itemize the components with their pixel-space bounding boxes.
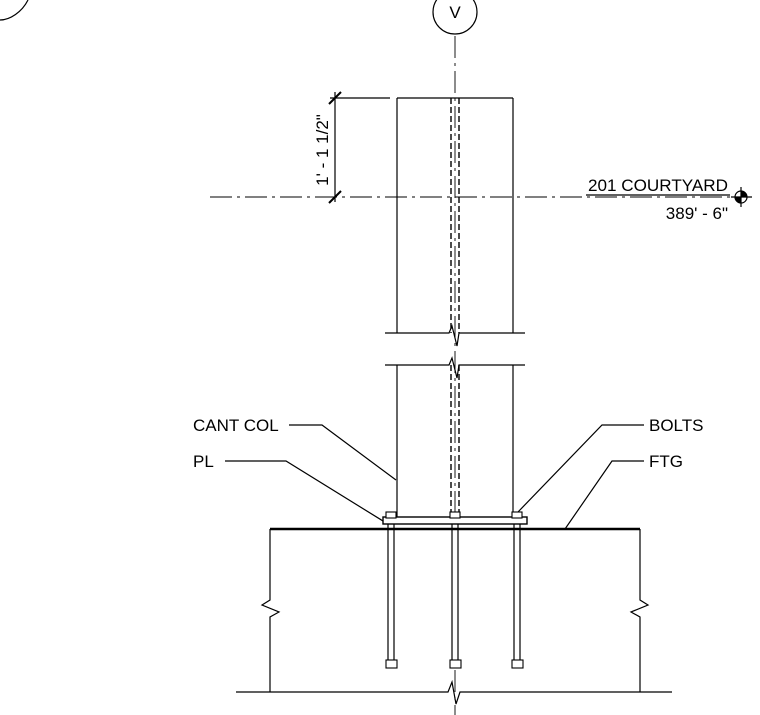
grid-bubble-label: V [449, 3, 461, 22]
label-bolts: BOLTS [649, 416, 703, 435]
label-ftg: FTG [649, 452, 683, 471]
leader-bolts[interactable]: BOLTS [517, 416, 703, 513]
level-name: 201 COURTYARD [588, 176, 728, 195]
leader-cant-col[interactable]: CANT COL [193, 416, 397, 481]
center-rod-hidden [450, 98, 460, 517]
label-pl: PL [193, 452, 214, 471]
anchor-bolts [385, 524, 524, 669]
dimension: 1' - 1 1/2" [313, 91, 390, 204]
leader-ftg[interactable]: FTG [564, 452, 683, 530]
column-upper [385, 97, 525, 347]
top-nuts [385, 511, 523, 519]
level-annotation: 201 COURTYARD 389' - 6" [586, 176, 730, 223]
level-target-icon [731, 187, 752, 207]
dimension-text: 1' - 1 1/2" [313, 114, 332, 186]
detail-bubble-partial [0, 0, 29, 21]
level-elevation: 389' - 6" [666, 204, 728, 223]
footing [236, 527, 672, 705]
column-lower [385, 356, 525, 517]
grid-bubble[interactable]: V [432, 0, 478, 35]
label-cant-col: CANT COL [193, 416, 279, 435]
leader-pl[interactable]: PL [193, 452, 384, 522]
